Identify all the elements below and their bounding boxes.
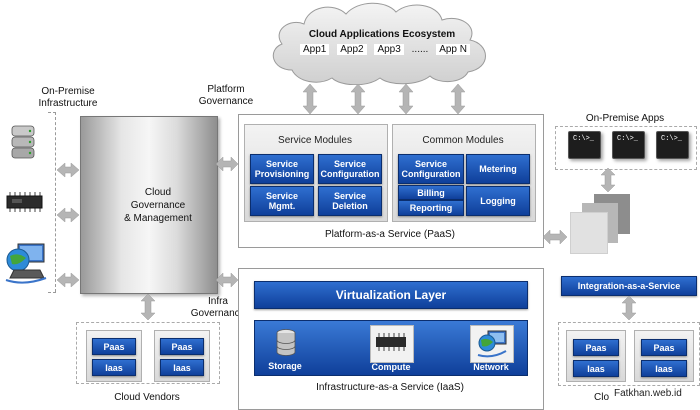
left-vendor-1-paas: Paas (92, 338, 136, 355)
cloud-apps-row: App1 App2 App3 ...... App N (300, 44, 470, 55)
left-vendor-1-iaas: Iaas (92, 359, 136, 376)
infra-governance-label: Infra Governance (190, 296, 246, 319)
app-2-label: App2 (337, 44, 367, 55)
storage-label: Storage (268, 361, 302, 371)
common-modules-title: Common Modules (422, 135, 504, 146)
on-premise-apps-title: On-Premise Apps (585, 113, 665, 124)
service-deletion-box: Service Deletion (318, 186, 382, 216)
logging-box: Logging (466, 186, 530, 216)
infra-governance-arrows (57, 162, 79, 288)
terminal-icon-2: C:\>_ (612, 131, 645, 159)
app-ellipsis: ...... (411, 44, 429, 55)
virtualization-layer-bar: Virtualization Layer (254, 281, 528, 309)
right-vendor-1-paas: Paas (573, 339, 619, 356)
cloud-shape (272, 2, 486, 85)
billing-box: Billing (398, 185, 464, 200)
integration-vendors-arrow (622, 296, 636, 320)
common-service-configuration-box: Service Configuration (398, 154, 464, 184)
right-vendor-1-iaas: Iaas (573, 360, 619, 377)
governance-title: Cloud Governance & Management (124, 187, 192, 224)
metering-box: Metering (466, 154, 530, 184)
network-computer-icon (5, 243, 47, 284)
reporting-box: Reporting (398, 200, 464, 216)
right-cloud-vendors-label: Clo (594, 392, 610, 403)
cloud-paas-arrows (302, 84, 466, 114)
cloud-vendors-label: Cloud Vendors (114, 392, 180, 403)
governance-panel (80, 116, 218, 294)
terminal-icon-1: C:\>_ (568, 131, 601, 159)
apps-stack-arrow (601, 168, 615, 192)
integration-bar: Integration-as-a-Service (561, 276, 697, 296)
cloud-title: Cloud Applications Ecosystem (308, 29, 456, 40)
iaas-caption: Infrastructure-as-a Service (IaaS) (316, 382, 464, 393)
infra-bracket-top (48, 112, 56, 113)
compute-label: Compute (371, 362, 411, 372)
service-modules-title: Service Modules (278, 135, 352, 146)
stack-page-front (570, 212, 608, 254)
service-mgmt-box: Service Mgmt. (250, 186, 314, 216)
right-vendor-2-paas: Paas (641, 339, 687, 356)
left-vendor-2-paas: Paas (160, 338, 204, 355)
compute-chip-icon (376, 333, 406, 351)
on-premise-apps-tray (555, 126, 697, 170)
app-3-label: App3 (374, 44, 404, 55)
app-1-label: App1 (300, 44, 330, 55)
platform-governance-label: Platform Governance (198, 84, 254, 107)
governance-iaas-arrow (216, 273, 238, 287)
left-vendors-tray (76, 322, 220, 384)
database-server-icon (11, 125, 35, 159)
terminal-icon-3: C:\>_ (656, 131, 689, 159)
service-configuration-box: Service Configuration (318, 154, 382, 184)
app-n-label: App N (436, 44, 470, 55)
chip-icon (6, 192, 43, 212)
left-vendor-2-iaas: Iaas (160, 359, 204, 376)
right-vendor-2-iaas: Iaas (641, 360, 687, 377)
storage-icon (276, 329, 296, 356)
service-provisioning-box: Service Provisioning (250, 154, 314, 184)
network-globe-icon (477, 330, 507, 358)
paas-integration-arrow (543, 230, 567, 244)
on-premise-infra-label: On-Premise Infrastructure (38, 86, 98, 109)
network-label: Network (473, 362, 509, 372)
infra-bracket-bottom (48, 292, 56, 293)
governance-vendors-arrow (141, 294, 155, 320)
watermark: Fatkhan.web.id (614, 388, 700, 399)
paas-caption: Platform-as-a Service (PaaS) (324, 229, 456, 240)
infra-bracket-line (55, 112, 56, 292)
governance-paas-arrow (216, 157, 238, 171)
